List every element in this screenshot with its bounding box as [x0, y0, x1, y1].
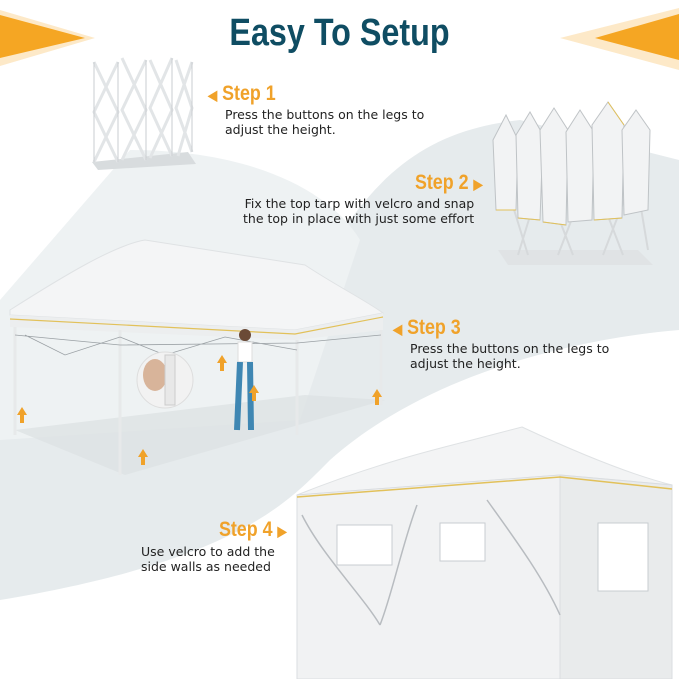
- triangle-left: [0, 15, 85, 58]
- arrow-right-icon: ▶: [473, 176, 483, 192]
- step-4-label: Step 4 ▶: [218, 518, 287, 541]
- person: [239, 329, 251, 341]
- step-1-label: ◀ Step 1: [208, 82, 276, 105]
- triangle-right: [595, 14, 679, 60]
- step-3-label: ◀ Step 3: [393, 316, 461, 339]
- open-tent-illustration: [9, 239, 385, 475]
- swoosh-band: [0, 120, 679, 600]
- page-title: Easy To Setup: [229, 12, 450, 54]
- arrow-left-icon: ◀: [208, 87, 218, 103]
- arrow-left-icon: ◀: [393, 321, 403, 337]
- folded-tent-illustration: [492, 101, 653, 265]
- folded-frame-illustration: [92, 57, 196, 170]
- step-2-label: Step 2 ▶: [414, 171, 483, 194]
- arrow-right-icon: ▶: [277, 523, 287, 539]
- tent-with-walls-illustration: [296, 426, 673, 679]
